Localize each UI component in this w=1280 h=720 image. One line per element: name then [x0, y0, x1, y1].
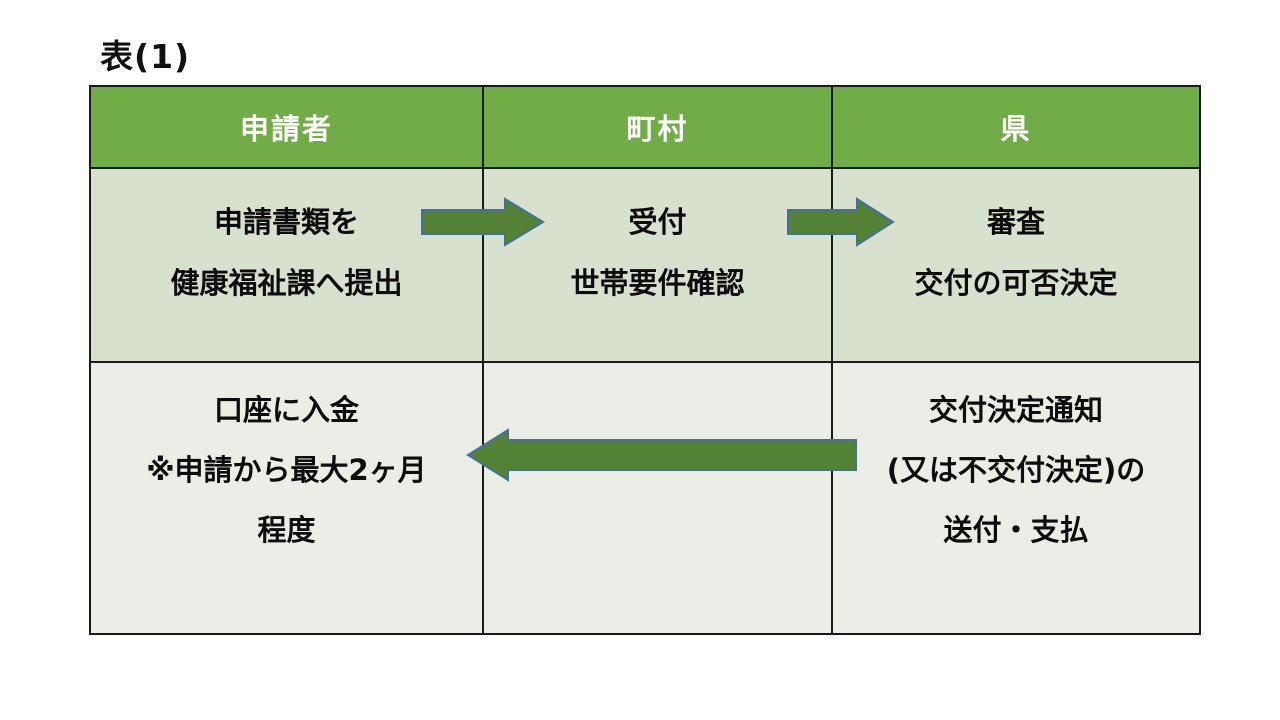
- cell-town-reception: 受付 世帯要件確認: [484, 169, 833, 363]
- header-cell-prefecture: 県: [833, 87, 1199, 169]
- process-flow-table: 申請者 町村 県 申請書類を 健康福祉課へ提出 受付 世帯要件確認 審査 交付の…: [89, 85, 1201, 635]
- cell-applicant-submit: 申請書類を 健康福祉課へ提出: [91, 169, 484, 363]
- cell-text-line: 交付の可否決定: [914, 266, 1118, 300]
- header-cell-applicant: 申請者: [91, 87, 484, 169]
- cell-text-line: 送付・支払: [943, 513, 1089, 547]
- cell-text-line: 受付: [628, 205, 687, 239]
- header-label: 町村: [626, 112, 689, 146]
- cell-text-line: ※申請から最大2ヶ月: [146, 453, 427, 487]
- cell-text-line: 申請書類を: [213, 205, 359, 239]
- cell-town-empty: [484, 363, 833, 633]
- cell-text-line: 審査: [986, 205, 1045, 239]
- cell-prefecture-review: 審査 交付の可否決定: [833, 169, 1199, 363]
- cell-text-line: 世帯要件確認: [570, 266, 745, 300]
- cell-text-line: 口座に入金: [213, 393, 359, 427]
- header-cell-town: 町村: [484, 87, 833, 169]
- header-label: 県: [1000, 112, 1032, 146]
- cell-applicant-deposit: 口座に入金 ※申請から最大2ヶ月 程度: [91, 363, 484, 633]
- cell-prefecture-notice: 交付決定通知 (又は不交付決定)の 送付・支払: [833, 363, 1199, 633]
- cell-text-line: 交付決定通知: [928, 393, 1103, 427]
- cell-text-line: 程度: [257, 513, 316, 547]
- header-label: 申請者: [239, 112, 333, 146]
- cell-text-line: 健康福祉課へ提出: [170, 266, 403, 300]
- page-title: 表(1): [100, 37, 191, 76]
- cell-text-line: (又は不交付決定)の: [886, 453, 1146, 487]
